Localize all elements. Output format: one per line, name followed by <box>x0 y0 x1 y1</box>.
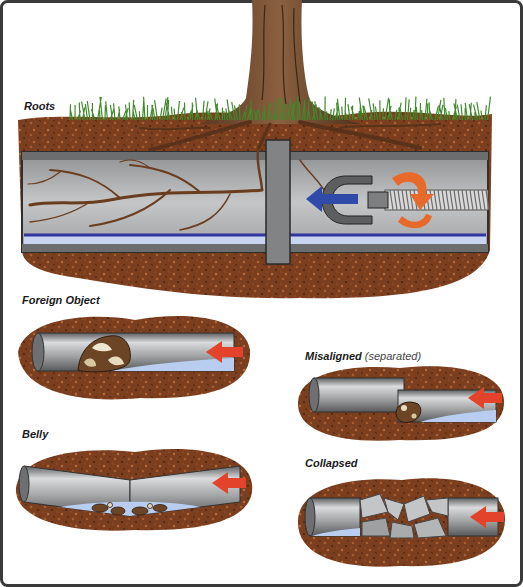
foreign-object <box>78 336 130 372</box>
auger-coil <box>462 190 465 210</box>
grass <box>70 96 491 120</box>
auger-coil <box>486 190 489 210</box>
problem-label: Foreign Object <box>22 294 100 307</box>
auger-coil <box>434 190 437 210</box>
pipe-roots <box>28 150 330 230</box>
pipe-shards <box>360 494 448 538</box>
auger-coil <box>466 190 469 210</box>
auger-coil <box>402 190 405 210</box>
auger-coil <box>478 190 481 210</box>
pipe-joint <box>266 140 290 264</box>
direction-arrow <box>306 186 358 212</box>
flow-arrow <box>212 472 246 494</box>
auger-coil <box>390 190 393 210</box>
debris <box>396 402 421 422</box>
tree-trunk <box>200 0 360 124</box>
auger-coil <box>454 190 457 210</box>
auger-coil <box>482 190 485 210</box>
auger-coil <box>442 190 445 210</box>
auger-coil <box>430 190 433 210</box>
soil <box>298 478 505 566</box>
soil <box>298 366 504 441</box>
auger-coil <box>394 190 397 210</box>
auger-coil <box>410 190 413 210</box>
auger-coil <box>446 190 449 210</box>
auger-coil <box>458 190 461 210</box>
auger-coil <box>450 190 453 210</box>
auger-coil <box>398 190 401 210</box>
auger-coil <box>406 190 409 210</box>
grass-blades <box>70 96 491 120</box>
flow-arrow <box>468 387 502 409</box>
rotation-arrow <box>392 172 434 210</box>
problem-label: Collapsed <box>305 457 358 470</box>
problem-label: Roots <box>24 100 55 113</box>
problem-label: (separated) <box>365 350 421 363</box>
auger-coil <box>438 190 441 210</box>
flow-arrow <box>206 341 243 363</box>
auger-coil <box>470 190 473 210</box>
soil <box>18 316 250 400</box>
flow-arrow <box>470 506 504 528</box>
soil <box>16 449 252 531</box>
soil <box>18 112 492 298</box>
sewer-pipe <box>22 152 488 252</box>
problem-label: Misaligned <box>305 350 362 363</box>
auger-coil <box>474 190 477 210</box>
debris <box>92 503 167 516</box>
problem-label: Belly <box>22 428 48 441</box>
